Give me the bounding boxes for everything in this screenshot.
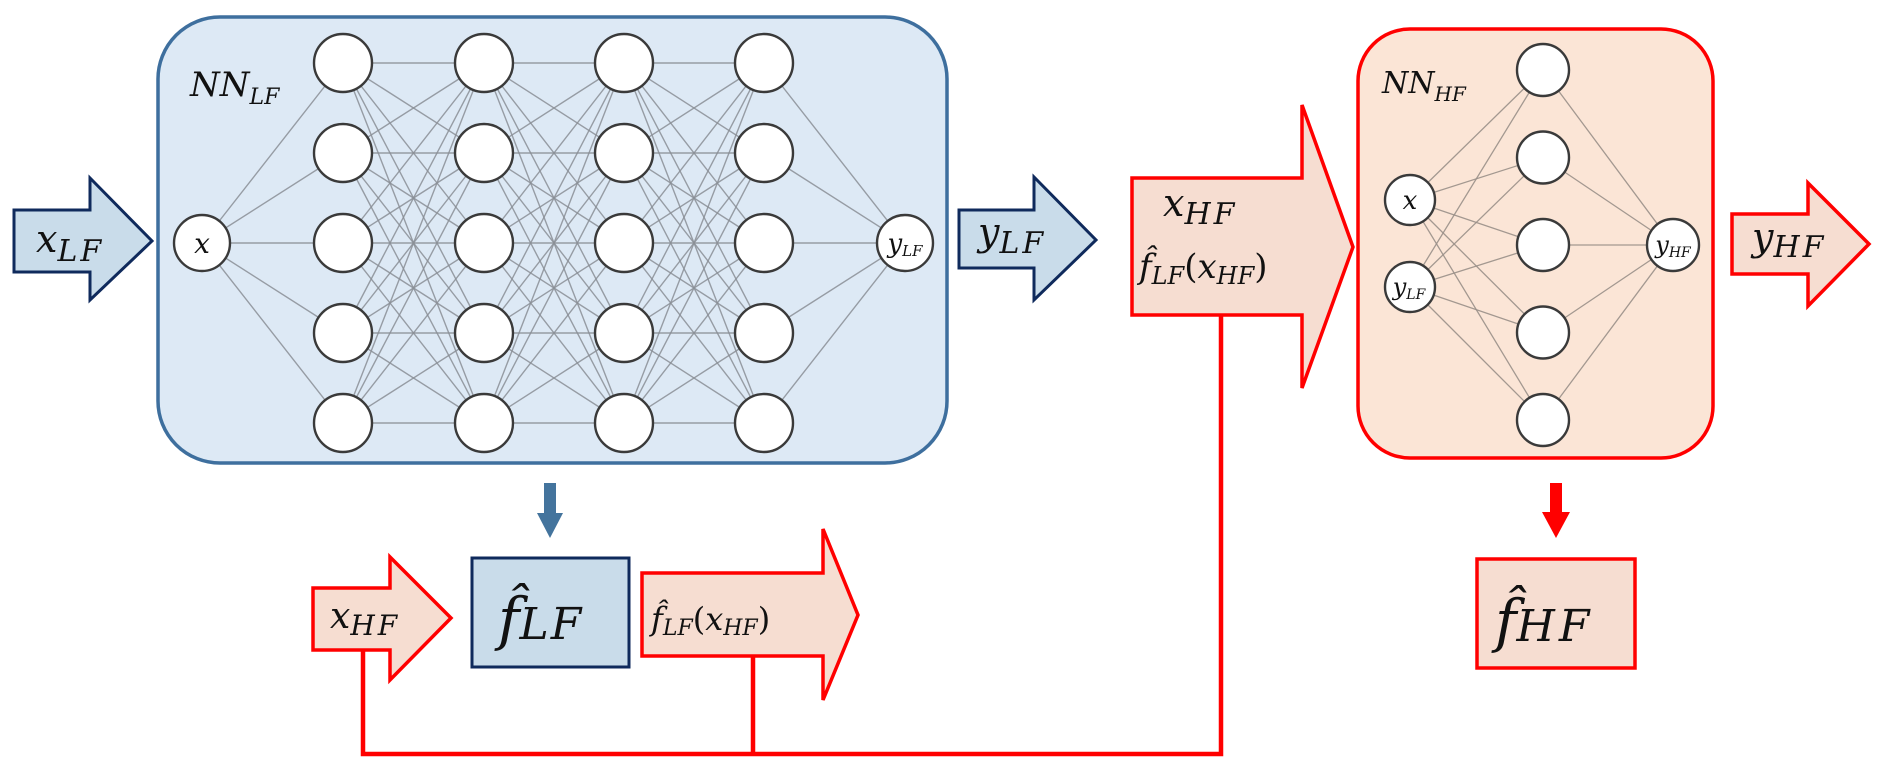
nn-lf-hidden-neuron bbox=[312, 122, 374, 184]
nn-lf-edge bbox=[201, 62, 344, 244]
nn-hf-connections bbox=[1409, 69, 1674, 421]
nn-lf-hidden-neuron bbox=[312, 212, 374, 274]
nn-lf-edge bbox=[763, 62, 906, 244]
nn-lf-edge bbox=[342, 62, 485, 244]
nn-hf-edge bbox=[1542, 244, 1674, 421]
nn-lf-hidden-neuron bbox=[733, 392, 795, 454]
nn-lf-hidden-neuron bbox=[453, 392, 515, 454]
nn-hf-edge bbox=[1409, 69, 1544, 201]
nn-hf-input-node-ylf-label: yLF bbox=[1392, 273, 1427, 303]
nn-hf-edge bbox=[1409, 286, 1544, 421]
f-lf-of-x-hf-arrow-shape bbox=[640, 528, 860, 701]
hf-data-feedback-wire bbox=[360, 315, 1224, 757]
nn-hf-input-node-x-label: x bbox=[1403, 186, 1418, 216]
f-hf-surrogate-box: f̂HF bbox=[1475, 557, 1637, 670]
nn-lf-hidden-neuron bbox=[593, 32, 655, 94]
nn-lf-hidden-neuron bbox=[593, 212, 655, 274]
nn-hf-hidden-neuron bbox=[1515, 42, 1571, 98]
x-lf-input-arrow: xLF bbox=[12, 174, 155, 304]
nn-lf-hidden-neuron bbox=[733, 32, 795, 94]
nn-lf-edge bbox=[763, 242, 906, 424]
hf-down-arrow-head bbox=[1542, 512, 1570, 538]
f-lf-of-x-hf-label: f̂LF(xHF) bbox=[649, 599, 770, 641]
nn-lf-hidden-neuron bbox=[733, 122, 795, 184]
nn-lf-output-neuron bbox=[875, 213, 935, 273]
nn-lf-hidden-neuron bbox=[312, 32, 374, 94]
f-hf-box-shape bbox=[1475, 557, 1637, 670]
nn-lf-edge bbox=[623, 62, 765, 424]
nn-lf-hidden-neuron bbox=[593, 302, 655, 364]
nn-hf-hidden-neuron bbox=[1515, 392, 1571, 448]
nn-lf-hidden-neuron bbox=[733, 212, 795, 274]
lf-down-arrow-head bbox=[537, 513, 563, 538]
nn-lf-hidden-neuron bbox=[733, 302, 795, 364]
nn-lf-edge bbox=[623, 242, 765, 424]
nn-lf-edge bbox=[201, 242, 344, 424]
nn-lf-hidden-neuron bbox=[593, 122, 655, 184]
nn-lf-neurons bbox=[172, 32, 935, 454]
nn-hf-hidden-neuron bbox=[1515, 130, 1571, 185]
nn-lf-label: NNLF bbox=[189, 65, 280, 110]
nn-hf-hidden-neuron bbox=[1515, 305, 1571, 360]
nn-lf-edge bbox=[623, 62, 765, 244]
nn-hf-edge bbox=[1409, 69, 1544, 288]
nn-hf-input-neuron-x bbox=[1383, 173, 1437, 227]
nn-lf-hidden-neuron bbox=[453, 212, 515, 274]
nn-lf-input-node-label: x bbox=[194, 227, 210, 260]
hf-inputs-line-f-lf-of-x-hf: f̂LF(xHF) bbox=[1136, 245, 1268, 290]
y-hf-output-arrow: yHF bbox=[1730, 178, 1872, 311]
x-hf-input-arrow: xHF bbox=[311, 552, 454, 685]
y-lf-arrow-shape bbox=[957, 173, 1099, 304]
y-hf-arrow-label: yHF bbox=[1750, 215, 1826, 265]
y-lf-output-arrow: yLF bbox=[957, 173, 1099, 304]
nn-lf-edge bbox=[483, 62, 625, 244]
nn-hf-panel: NNHF x yLF yHF bbox=[1356, 27, 1715, 460]
f-lf-surrogate-box: f̂LF bbox=[470, 556, 631, 669]
nn-hf-hidden-neuron bbox=[1515, 217, 1571, 273]
nn-lf-edge bbox=[483, 62, 625, 334]
x-hf-arrow-shape bbox=[311, 552, 454, 685]
nn-lf-hidden-neuron bbox=[453, 122, 515, 184]
nn-lf-edge bbox=[623, 152, 765, 424]
lf-surrogate-output-arrow bbox=[537, 483, 563, 538]
nn-lf-hidden-neuron bbox=[312, 302, 374, 364]
nn-lf-input-neuron bbox=[172, 213, 232, 273]
nn-lf-edge bbox=[623, 62, 765, 334]
nn-lf-edge bbox=[342, 62, 485, 424]
nn-lf-output-node-label: yLF bbox=[886, 229, 923, 260]
nn-lf-hidden-neuron bbox=[312, 392, 374, 454]
nn-lf-hidden-neuron bbox=[453, 302, 515, 364]
f-lf-of-x-hf-arrow: f̂LF(xHF) bbox=[640, 528, 860, 701]
nn-lf-edge bbox=[483, 62, 625, 424]
y-lf-arrow-label: yLF bbox=[976, 210, 1046, 261]
nn-hf-edge bbox=[1542, 69, 1674, 246]
nn-lf-edge bbox=[342, 242, 485, 424]
nn-hf-edge bbox=[1409, 157, 1544, 288]
nn-hf-neurons bbox=[1383, 42, 1701, 448]
x-lf-arrow-shape bbox=[12, 174, 155, 304]
f-lf-box-shape bbox=[470, 556, 631, 669]
nn-lf-edge bbox=[342, 152, 485, 424]
nn-lf-edge bbox=[483, 242, 625, 424]
nn-lf-edge bbox=[483, 152, 625, 424]
nn-hf-label: NNHF bbox=[1381, 66, 1467, 106]
nn-lf-hidden-neuron bbox=[453, 32, 515, 94]
hf-inputs-arrow-shape bbox=[1130, 104, 1355, 389]
hf-inputs-arrow: xHF f̂LF(xHF) bbox=[1130, 104, 1355, 389]
nn-lf-panel: NNLF x yLF bbox=[156, 15, 949, 465]
hf-inputs-line-x-hf: xHF bbox=[1163, 181, 1237, 232]
nn-hf-output-neuron bbox=[1645, 217, 1701, 273]
f-lf-label: f̂LF bbox=[494, 582, 583, 653]
nn-hf-input-neuron-ylf bbox=[1383, 260, 1437, 314]
lf-down-arrow-shaft bbox=[544, 483, 556, 513]
hf-surrogate-output-arrow bbox=[1542, 483, 1570, 538]
x-lf-arrow-label: xLF bbox=[36, 217, 104, 269]
y-hf-arrow-shape bbox=[1730, 178, 1872, 311]
nn-lf-edge bbox=[342, 62, 485, 334]
nn-hf-output-node-label: yHF bbox=[1654, 231, 1692, 261]
hf-down-arrow-shaft bbox=[1550, 483, 1562, 513]
nn-lf-hidden-neuron bbox=[593, 392, 655, 454]
x-hf-arrow-label: xHF bbox=[330, 596, 400, 642]
